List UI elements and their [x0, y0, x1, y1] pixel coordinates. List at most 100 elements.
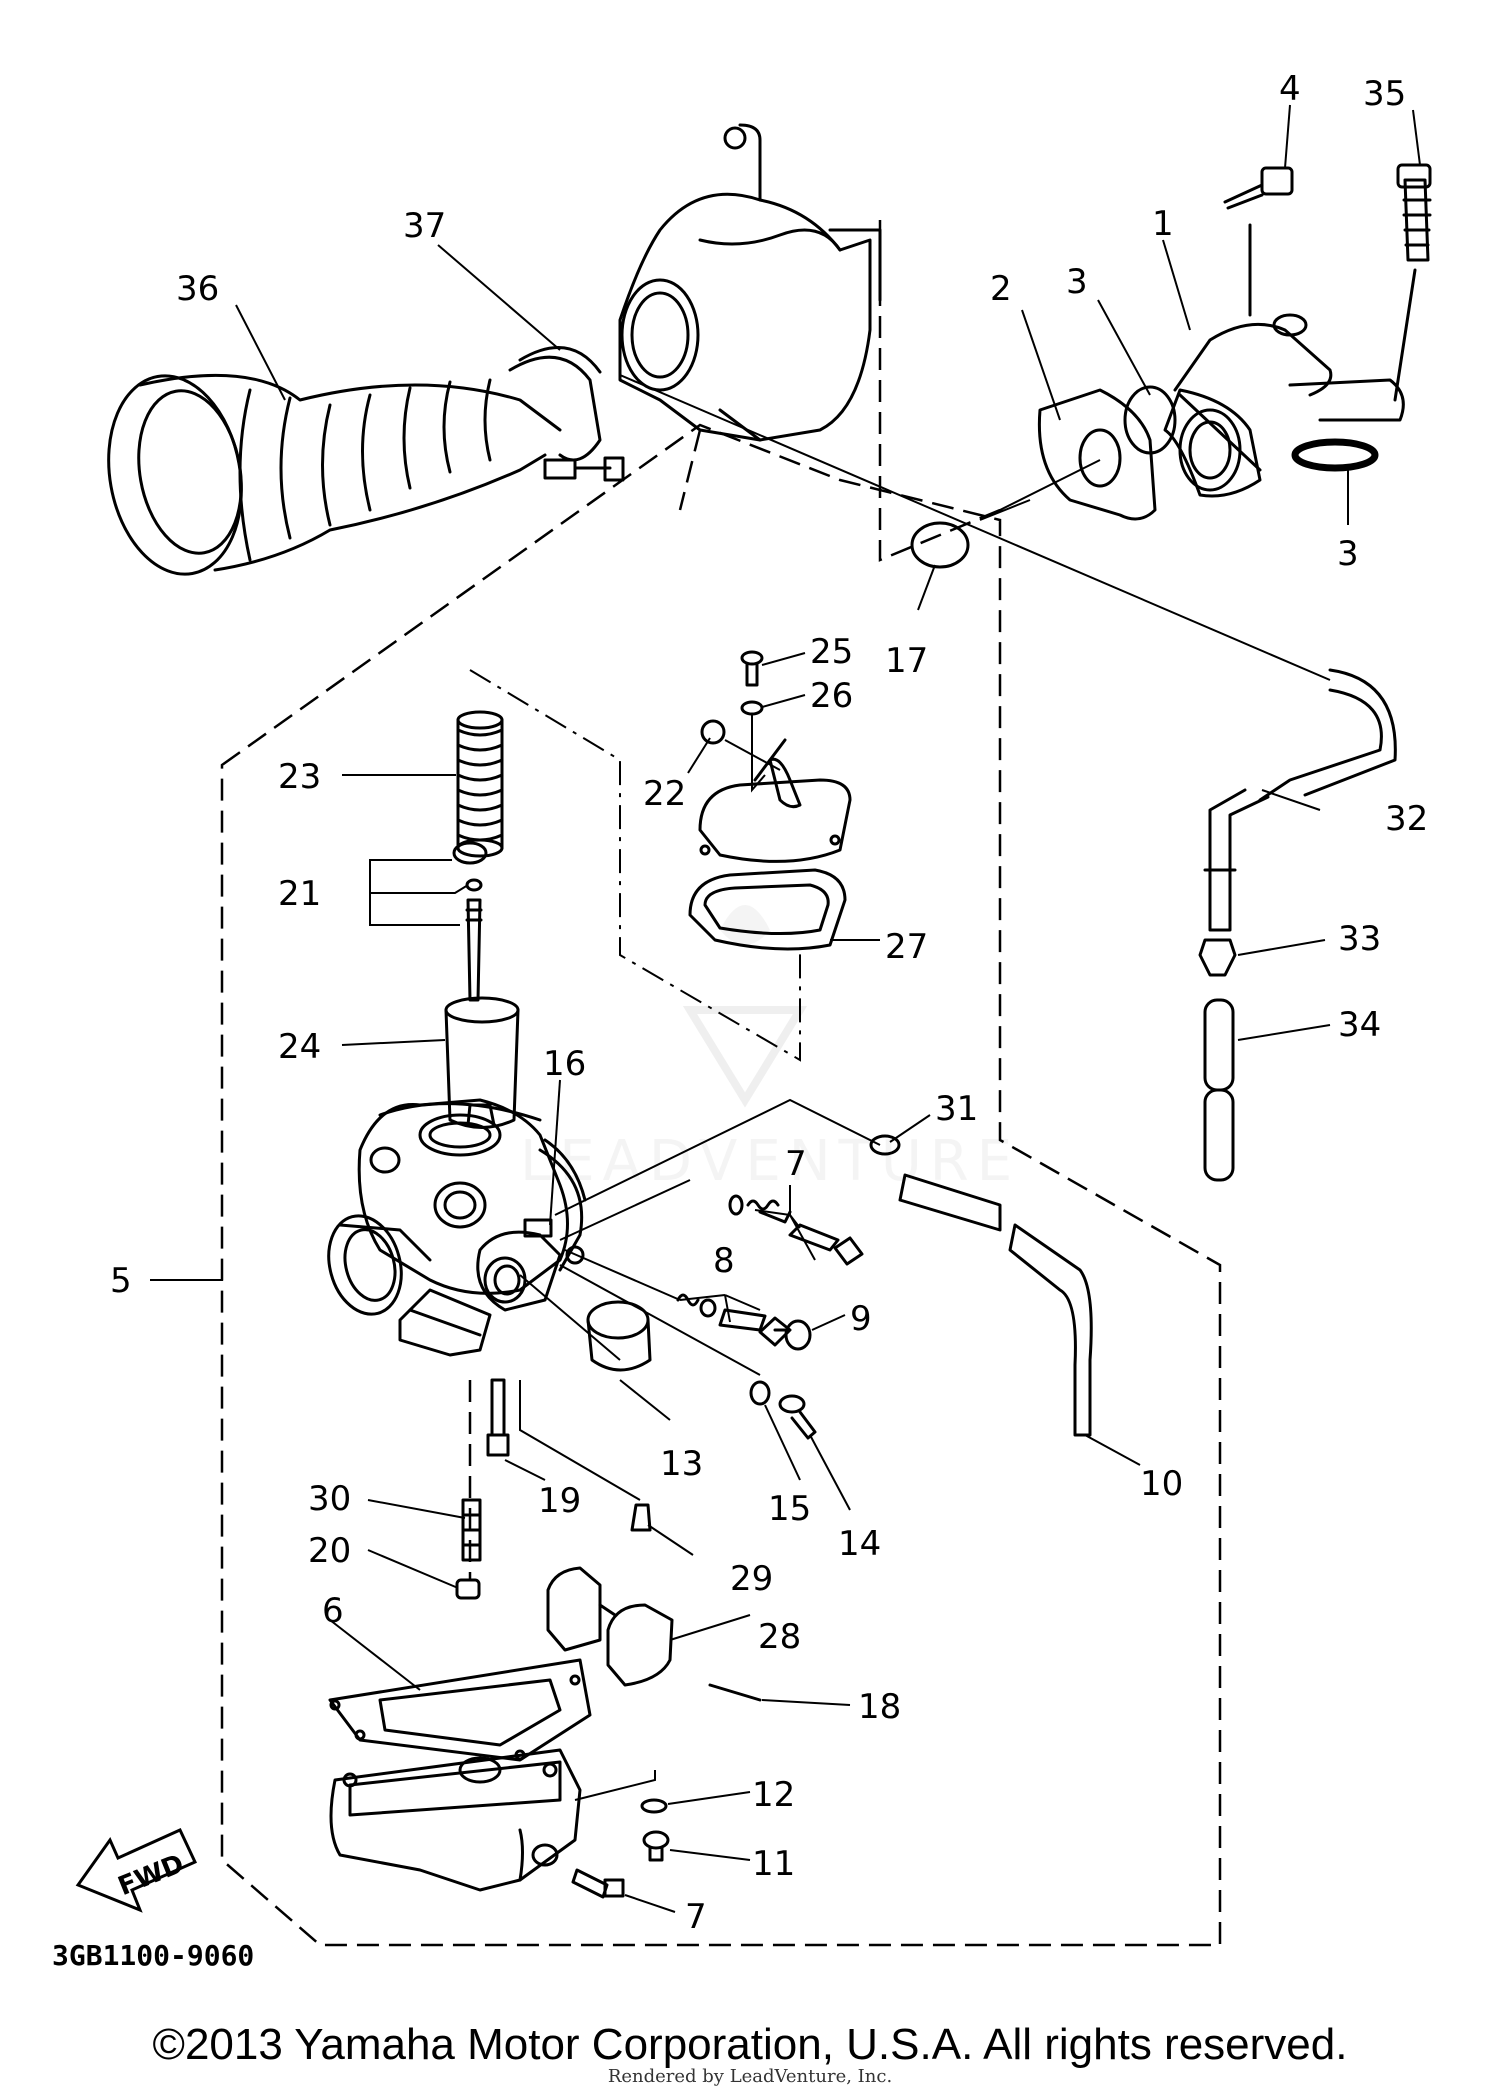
main-jet-20 [486, 1378, 510, 1457]
spring-24 [456, 710, 504, 858]
fwd-arrow: FWD [75, 1828, 198, 1913]
callout-30: 29 [730, 1559, 773, 1599]
callout-3a: 3 [1066, 262, 1088, 302]
link-line [554, 1098, 881, 1216]
screw-26 [740, 650, 764, 687]
callout-33: 32 [1385, 799, 1428, 839]
link-line [979, 459, 1101, 521]
throttle-stop-screw-9 [676, 1293, 792, 1347]
callout-5: 5 [110, 1261, 132, 1301]
carburetor-body [327, 1098, 587, 1357]
callout-19: 18 [858, 1687, 901, 1727]
carb-cover [698, 738, 852, 863]
callout-12: 11 [752, 1844, 795, 1884]
callout-21: 20 [308, 1531, 351, 1571]
nut-23 [700, 719, 726, 745]
washer-13 [640, 1798, 668, 1814]
callout-31: 30 [308, 1479, 351, 1519]
jet-21 [455, 1578, 481, 1600]
callout-14: 13 [660, 1444, 703, 1484]
link-line [619, 374, 1331, 681]
callout-8: 7 [785, 1144, 807, 1184]
callout-26: 25 [810, 632, 853, 672]
callout-38: 37 [403, 206, 446, 246]
callout-20: 19 [538, 1481, 581, 1521]
drain-screw-7 [571, 1868, 625, 1899]
diagram-code: 3GB1100-9060 [52, 1939, 254, 1972]
rendered-by-note: Rendered by LeadVenture, Inc. [607, 2066, 893, 2087]
breather-pipe [1203, 668, 1397, 932]
callout-32: 31 [935, 1089, 978, 1129]
callout-25: 24 [278, 1027, 321, 1067]
o-ring-3b [1291, 438, 1379, 472]
float-bowl [329, 1748, 582, 1892]
screw-15 [778, 1394, 817, 1440]
link-line [559, 1264, 761, 1376]
link-line [559, 1179, 691, 1241]
pipe-35 [1203, 998, 1235, 1182]
link-line [519, 1380, 641, 1501]
pilot-screw-8 [728, 1194, 864, 1266]
callout-10: 9 [850, 1299, 872, 1339]
screw-10 [773, 1319, 812, 1351]
callout-11: 10 [1140, 1464, 1183, 1504]
bolt-36 [1396, 163, 1432, 262]
link-line [724, 739, 781, 771]
washer-27 [740, 700, 764, 716]
copyright-notice: ©2013 Yamaha Motor Corporation, U.S.A. A… [152, 2020, 1348, 2069]
callout-16: 15 [768, 1489, 811, 1529]
fuel-hose-11 [898, 1173, 1093, 1437]
callouts: 36 37 4 35 1 3 2 3 17 25 26 22 23 21 27 … [110, 69, 1428, 1937]
float-pin-19 [708, 1683, 762, 1702]
gasket-18 [910, 521, 970, 569]
screw-12 [642, 1830, 670, 1862]
callout-23: 22 [643, 774, 686, 814]
callout-4: 4 [1279, 69, 1301, 109]
washer-22 [452, 841, 488, 865]
callout-7: 7 [685, 1897, 707, 1937]
cover-gasket-28 [688, 868, 847, 951]
callout-6: 6 [322, 1591, 344, 1631]
link-line [878, 220, 1001, 562]
leader-lines [150, 104, 1421, 1913]
watermark-text: LEADVENTURE [520, 1129, 1020, 1194]
callout-15: 14 [838, 1524, 881, 1564]
hose-clip-32 [869, 1134, 901, 1156]
callout-27: 26 [810, 676, 853, 716]
needle-jet-31 [461, 1498, 482, 1562]
callout-29: 28 [758, 1617, 801, 1657]
link-line [751, 715, 766, 793]
callout-36: 35 [1363, 74, 1406, 114]
callout-2: 2 [990, 269, 1012, 309]
link-line [564, 1249, 681, 1301]
clip-22 [465, 878, 483, 892]
link-line [678, 429, 702, 511]
bolt-4 [1223, 166, 1294, 210]
callout-18: 17 [885, 641, 928, 681]
callout-9: 8 [713, 1241, 735, 1281]
cap-14 [586, 1300, 652, 1372]
callout-22: 21 [278, 874, 321, 914]
air-hose [107, 373, 562, 576]
link-line [469, 669, 801, 1062]
callout-13: 12 [752, 1775, 795, 1815]
float-29 [546, 1566, 674, 1687]
float-valve-30 [630, 1503, 652, 1532]
callout-17: 16 [543, 1044, 586, 1084]
washer-16 [749, 1380, 771, 1406]
callout-24: 23 [278, 757, 321, 797]
gasket-2 [1037, 388, 1157, 521]
callout-1: 1 [1152, 204, 1174, 244]
float-gasket-6 [328, 1658, 592, 1762]
callout-35: 34 [1338, 1005, 1381, 1045]
callout-37: 36 [176, 269, 219, 309]
callout-34: 33 [1338, 919, 1381, 959]
callout-3b: 3 [1337, 534, 1359, 574]
assembly-boundary [220, 423, 1222, 1947]
callout-28: 27 [885, 927, 928, 967]
joint-34 [1198, 938, 1237, 977]
needle-22 [465, 898, 483, 1002]
hose-clamp [508, 346, 625, 482]
link-line [519, 1274, 621, 1361]
